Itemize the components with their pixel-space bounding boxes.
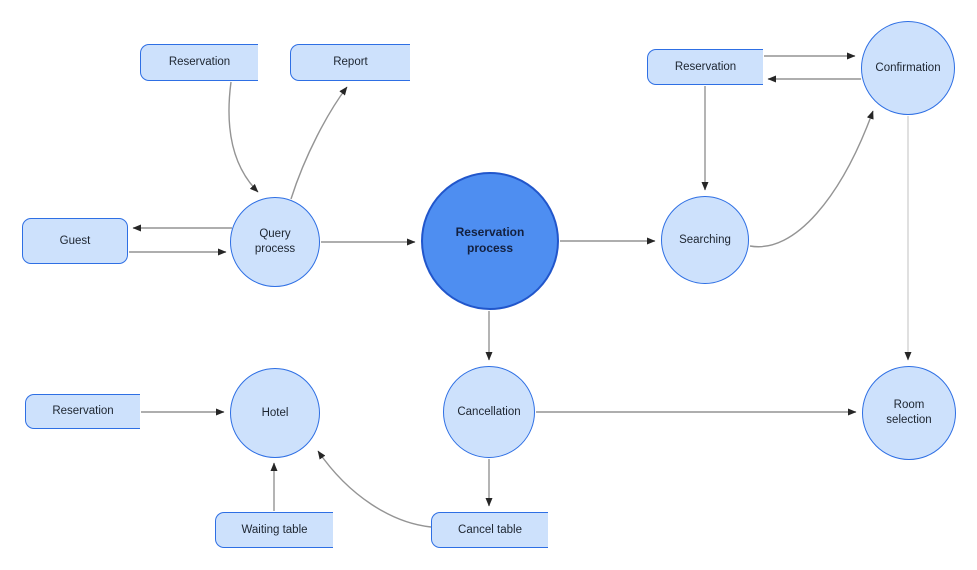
node-label: Reservation — [52, 405, 114, 418]
process-reservation-main[interactable]: Reservation process — [421, 172, 559, 310]
node-label: Cancel table — [458, 523, 522, 536]
edge-reservation-tl-to-query — [228, 81, 259, 193]
node-label: Reservation — [168, 56, 231, 69]
node-label: Confirmation — [875, 61, 941, 74]
data-store-reservation-top-right[interactable]: Reservation — [647, 49, 763, 85]
process-confirmation[interactable]: Confirmation — [861, 21, 955, 115]
data-store-report[interactable]: Report — [290, 44, 410, 81]
node-label: Guest — [59, 234, 91, 247]
process-cancellation[interactable]: Cancellation — [443, 366, 535, 458]
process-room-selection[interactable]: Room selection — [862, 366, 956, 460]
node-label: Cancellation — [457, 405, 521, 418]
process-hotel[interactable]: Hotel — [230, 368, 320, 458]
node-label: Report — [333, 56, 368, 69]
process-searching[interactable]: Searching — [661, 196, 749, 284]
edge-query-to-report — [290, 86, 348, 200]
external-entity-guest[interactable]: Guest — [22, 218, 128, 264]
node-label: Searching — [679, 233, 731, 246]
node-label: Reservation — [674, 60, 737, 73]
node-label: Hotel — [261, 406, 289, 419]
edge-searching-to-confirmation — [749, 110, 874, 248]
node-label: Room selection — [886, 399, 932, 426]
process-query[interactable]: Query process — [230, 197, 320, 287]
node-label: Reservation process — [455, 225, 525, 255]
data-store-waiting-table[interactable]: Waiting table — [215, 512, 333, 548]
edge-cancel-table-to-hotel — [317, 450, 432, 528]
data-store-cancel-table[interactable]: Cancel table — [431, 512, 548, 548]
data-store-reservation-bottom-left[interactable]: Reservation — [25, 394, 140, 429]
data-store-reservation-top-left[interactable]: Reservation — [140, 44, 258, 81]
node-label: Waiting table — [241, 523, 308, 536]
node-label: Query process — [254, 228, 296, 255]
